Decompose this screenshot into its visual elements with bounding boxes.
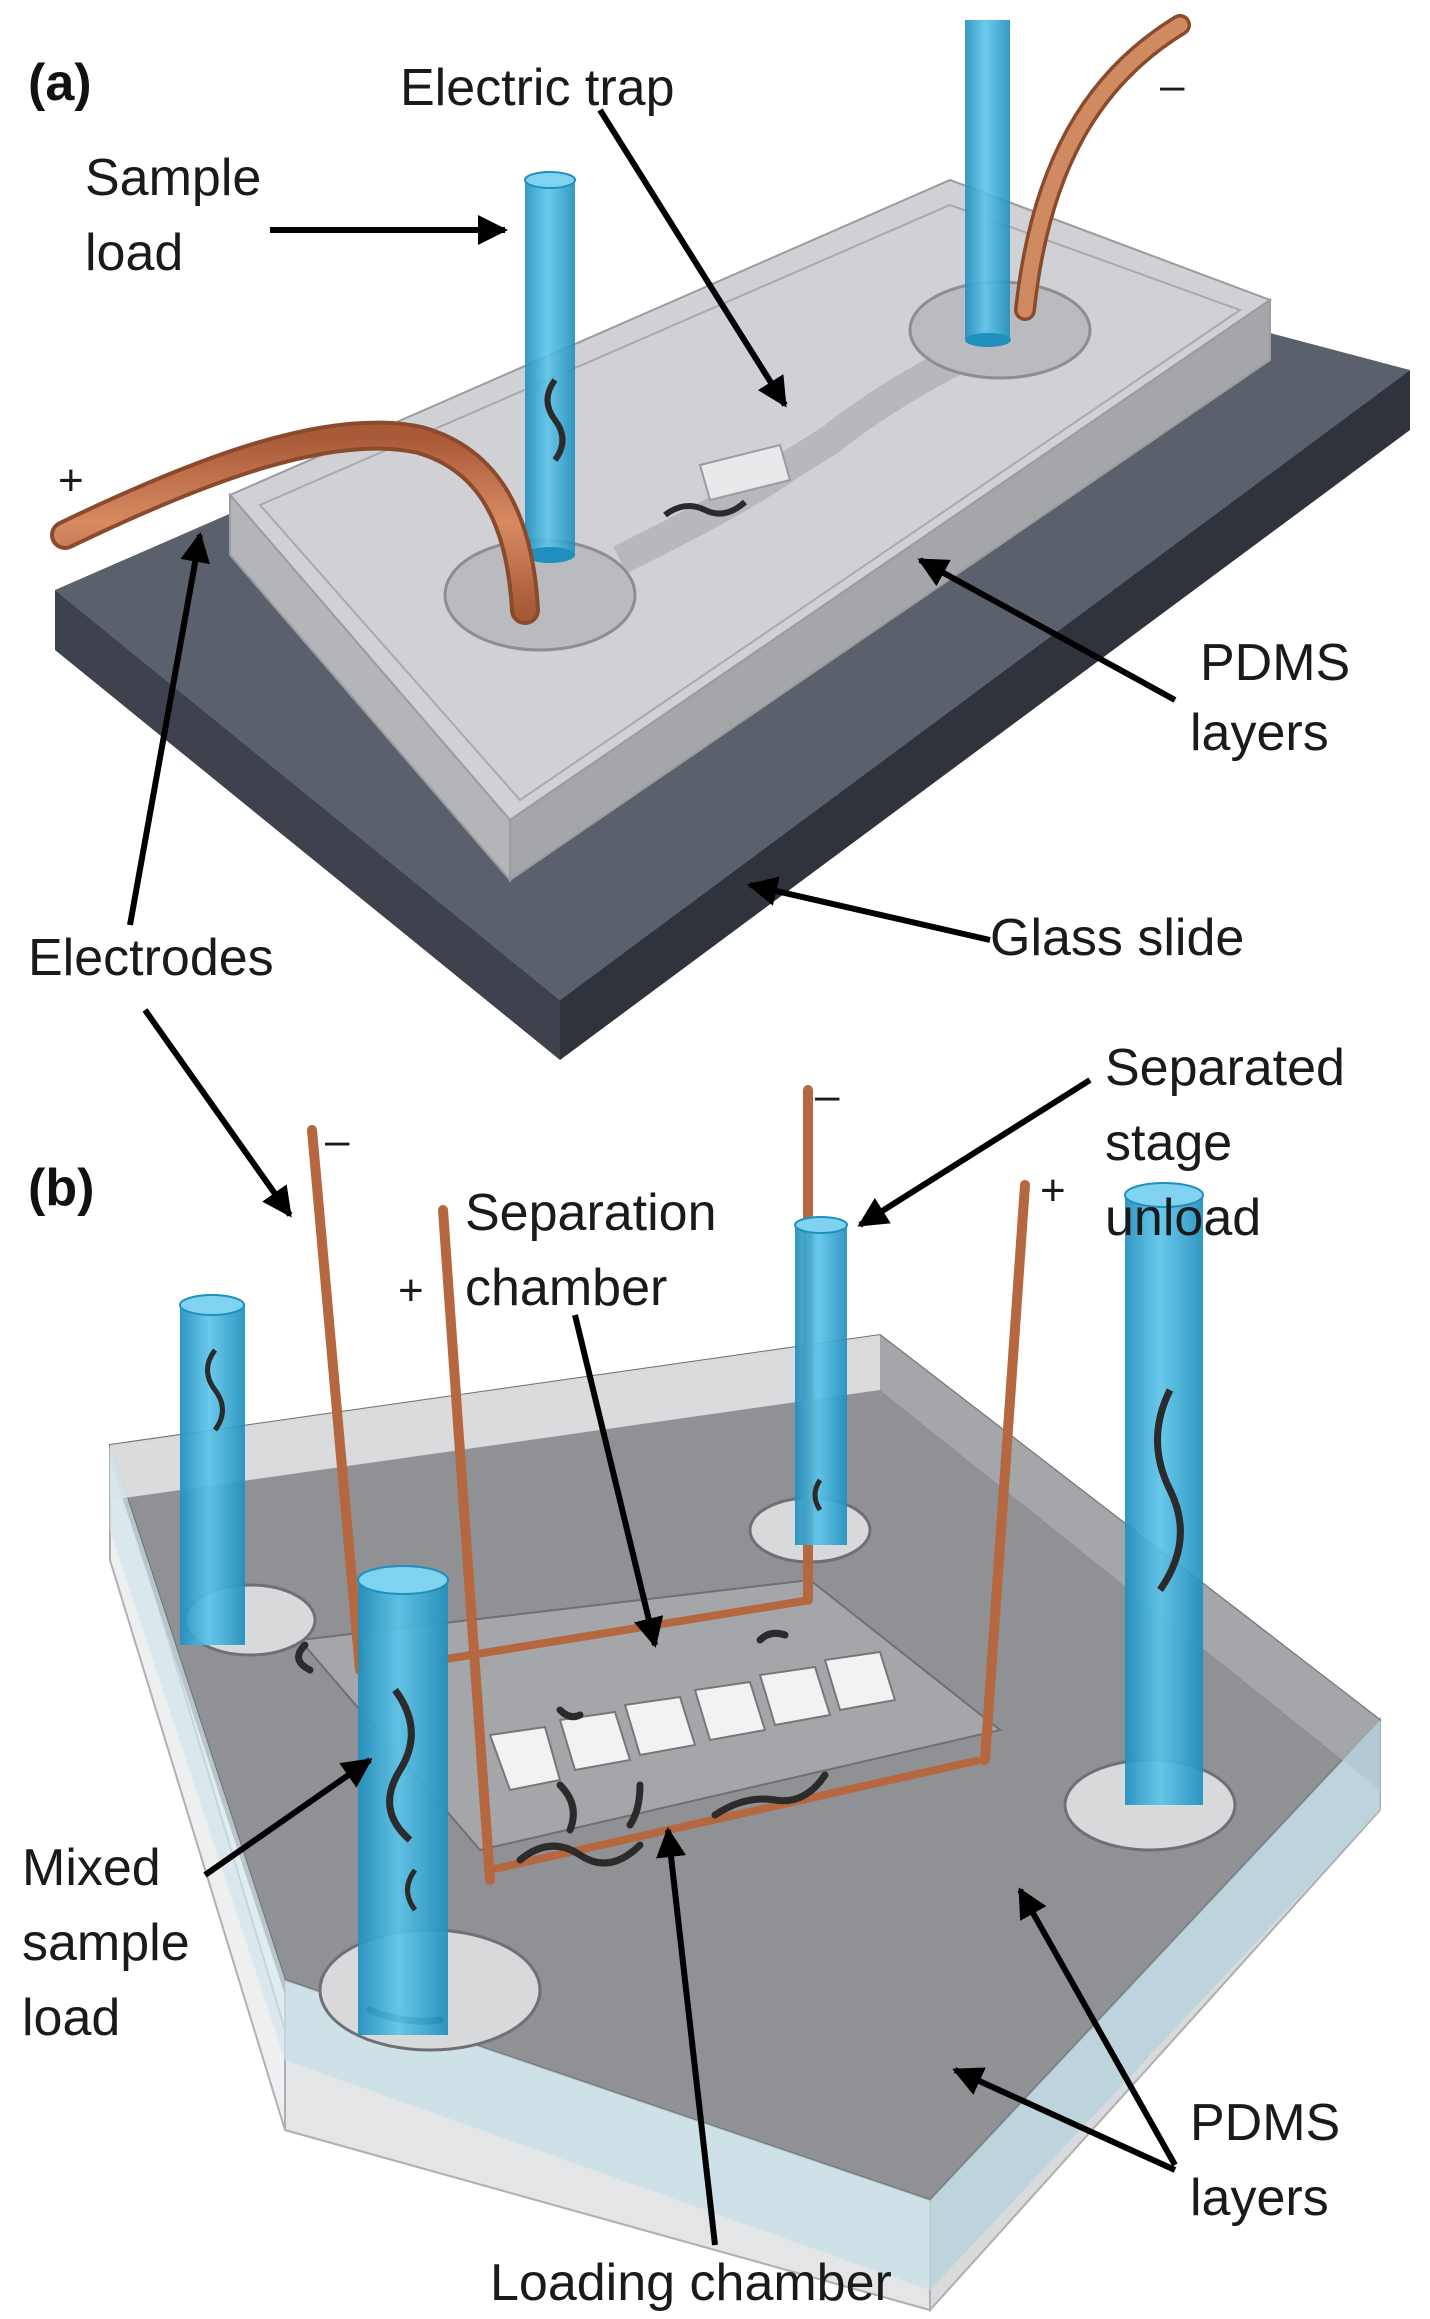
arrow-separation-chamber [572, 1314, 664, 1648]
label-separation-2: chamber [465, 1259, 667, 1317]
label-minus-b-right: – [815, 1071, 840, 1120]
label-pdms-b-2: layers [1190, 2169, 1329, 2227]
arrow-electrodes-b [142, 1008, 293, 1218]
panel-a: (a) Electric trap Sample load + – PDMS l… [28, 14, 1410, 1218]
arrow-pdms-a [917, 557, 1177, 703]
label-glass-slide: Glass slide [990, 909, 1244, 967]
label-electric-trap: Electric trap [400, 59, 675, 117]
tube-right-b [1124, 1182, 1204, 1805]
panel-label-a: (a) [28, 54, 92, 112]
label-mixed-1: Mixed [22, 1839, 161, 1897]
label-mixed-2: sample [22, 1914, 190, 1972]
arrow-pdms-b-bottom [952, 2067, 1177, 2173]
label-sample-load-1: Sample [85, 149, 261, 207]
label-electrodes: Electrodes [28, 929, 274, 987]
arrow-pdms-b-top [1017, 1887, 1178, 2167]
panel-b: (b) Separated stage unload – – + + Separ… [22, 1039, 1382, 2313]
label-pdms-b-1: PDMS [1190, 2094, 1340, 2152]
outlet-tube-a [965, 20, 1011, 347]
label-plus-b-left: + [398, 1266, 424, 1315]
label-separated-3: unload [1105, 1189, 1261, 1247]
label-minus-b-left: – [325, 1116, 350, 1165]
label-separated-1: Separated [1105, 1039, 1345, 1097]
arrow-glass-slide [747, 876, 991, 943]
electrode-wire-plus-a [50, 420, 540, 625]
arrow-loading-chamber [656, 1827, 718, 2246]
arrow-electrodes-a [127, 532, 210, 926]
label-plus-b-right: + [1040, 1166, 1066, 1215]
label-separated-2: stage [1105, 1114, 1232, 1172]
arrow-electric-trap [597, 108, 788, 408]
label-minus-a: – [1160, 61, 1185, 110]
arrow-mixed-sample-load [203, 1757, 373, 1878]
label-plus-a: + [58, 456, 84, 505]
label-loading-chamber: Loading chamber [490, 2254, 892, 2312]
label-sample-load-2: load [85, 224, 183, 282]
sample-load-tube-a [524, 171, 576, 563]
arrow-separated-stage-unload [857, 1077, 1092, 1228]
label-separation-1: Separation [465, 1184, 717, 1242]
mixed-sample-load-tube-b [357, 1565, 449, 2035]
panel-label-b: (b) [28, 1159, 94, 1217]
electrode-wire-minus-a [1014, 14, 1191, 321]
label-pdms-a-1: PDMS [1200, 634, 1350, 692]
separated-stage-unload-tube-b [794, 1216, 848, 1545]
tube-top-left-b [179, 1294, 245, 1645]
label-pdms-a-2: layers [1190, 704, 1329, 762]
label-mixed-3: load [22, 1989, 120, 2047]
